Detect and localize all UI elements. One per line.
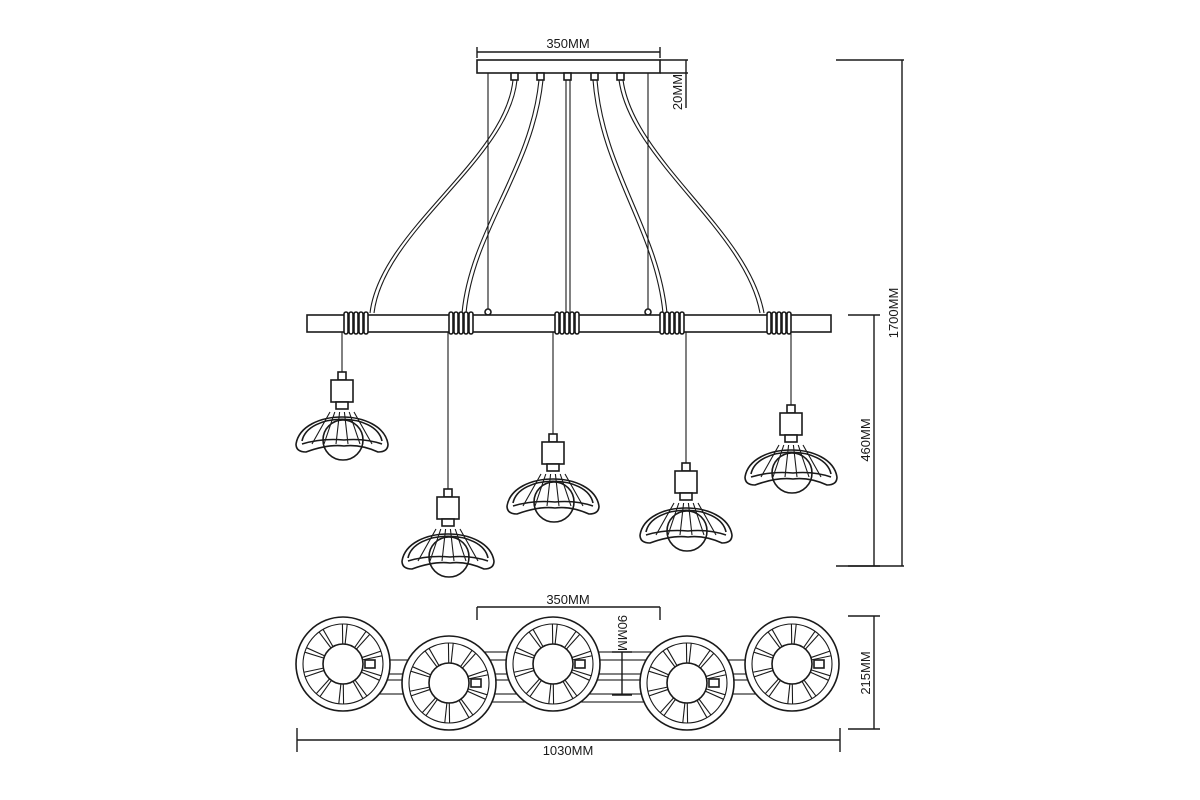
ceiling-canopy (476, 59, 661, 74)
pendant-lamp (744, 332, 838, 494)
canopy-width-label: 350MM (546, 36, 589, 51)
top-view-shade (639, 635, 735, 731)
suspension-wires (484, 73, 652, 316)
canopy-height-label: 20MM (670, 74, 685, 110)
front-view (295, 59, 838, 578)
pendant-lamp (401, 332, 495, 578)
drop-height-label: 460MM (858, 418, 873, 461)
canopy-cable-grips (510, 72, 625, 81)
top-view-shade (505, 616, 601, 712)
pendant-lamps (295, 332, 838, 578)
total-height-label: 1700MM (886, 288, 901, 339)
top-bar-depth-label: 90MM (615, 615, 630, 651)
overall-width-label: 1030MM (543, 743, 594, 758)
top-view-shade (295, 616, 391, 712)
top-dimensions: 350MM 90MM 215MM 1030MM (296, 592, 880, 758)
top-view-shade (401, 635, 497, 731)
cable-wraps (343, 311, 792, 335)
pendant-lamp (295, 332, 389, 461)
top-view-shades (295, 616, 840, 731)
top-view (295, 616, 840, 731)
power-cables (369, 79, 765, 314)
top-depth-label: 215MM (858, 651, 873, 694)
top-view-shade (744, 616, 840, 712)
pendant-lamp (639, 332, 733, 552)
top-center-width-label: 350MM (546, 592, 589, 607)
pendant-lamp (506, 332, 600, 523)
front-dimensions: 350MM 20MM 1700MM 460MM (476, 36, 904, 567)
